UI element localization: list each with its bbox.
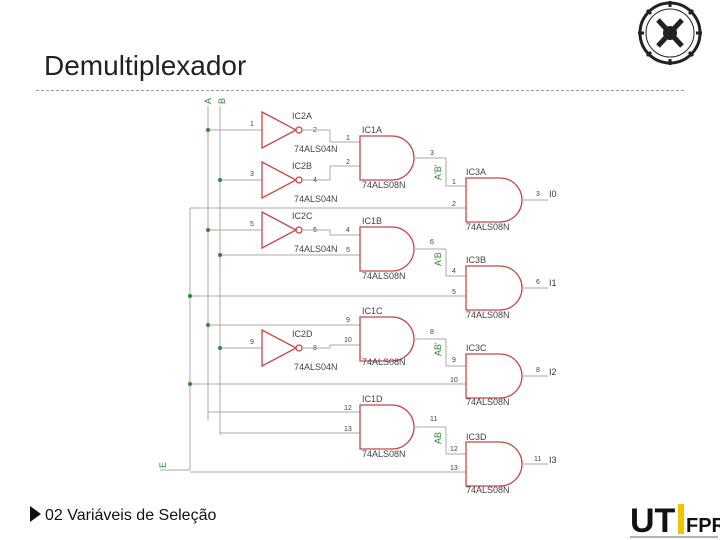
svg-text:10: 10 — [344, 337, 352, 344]
input-label-e: E — [158, 462, 168, 468]
svg-text:A'B': A'B' — [433, 164, 443, 180]
svg-text:IC3D: IC3D — [466, 432, 487, 442]
svg-text:8: 8 — [536, 367, 540, 374]
svg-text:74ALS08N: 74ALS08N — [362, 357, 406, 367]
svg-text:9: 9 — [346, 317, 350, 324]
svg-text:10: 10 — [450, 377, 458, 384]
svg-text:13: 13 — [450, 465, 458, 472]
and-gate-ic1d: IC1D 12 13 11 74ALS08N AB — [208, 394, 466, 459]
svg-text:74ALS04N: 74ALS04N — [294, 194, 338, 204]
svg-text:74ALS08N: 74ALS08N — [466, 397, 510, 407]
input-label-b: B — [217, 98, 227, 104]
output-i3: I3 — [549, 455, 557, 465]
svg-text:13: 13 — [344, 426, 352, 433]
svg-text:74ALS08N: 74ALS08N — [362, 180, 406, 190]
svg-text:11: 11 — [534, 456, 541, 463]
slide-title: Demultiplexador — [44, 50, 247, 81]
svg-text:74ALS08N: 74ALS08N — [466, 485, 510, 495]
bullet-arrow-icon — [30, 506, 41, 522]
svg-text:9: 9 — [452, 357, 456, 364]
and-gate-ic3d: IC3D 12 13 11 74ALS08N I3 — [450, 432, 557, 495]
svg-text:74ALS04N: 74ALS04N — [294, 362, 338, 372]
svg-text:AB': AB' — [433, 342, 443, 356]
svg-text:3: 3 — [250, 171, 254, 178]
svg-text:IC3C: IC3C — [466, 343, 487, 353]
svg-text:IC1D: IC1D — [362, 394, 383, 404]
svg-text:1: 1 — [250, 121, 254, 128]
input-label-a: A — [203, 98, 213, 104]
svg-text:5: 5 — [452, 289, 456, 296]
utfpr-logo: UT FPR — [630, 502, 720, 540]
inverter-ic2d: 9 IC2D 8 74ALS04N — [206, 323, 360, 372]
output-i2: I2 — [549, 367, 557, 377]
inverter-ic2c: 5 IC2C 6 74ALS04N — [206, 210, 360, 257]
svg-text:74ALS08N: 74ALS08N — [362, 271, 406, 281]
svg-text:6: 6 — [430, 239, 434, 246]
svg-text:1: 1 — [346, 135, 350, 142]
and-gate-ic3c: IC3C 9 10 8 74ALS08N I2 — [450, 343, 557, 407]
svg-text:3: 3 — [536, 191, 540, 198]
svg-text:IC1B: IC1B — [362, 216, 382, 226]
svg-text:IC2D: IC2D — [292, 329, 313, 339]
and-gate-ic1b: IC1B 4 5 6 74ALS08N A'B — [346, 216, 466, 281]
svg-text:5: 5 — [250, 221, 254, 228]
inverter-ic2b: 3 IC2B 4 74ALS04N — [218, 160, 360, 204]
svg-text:IC3A: IC3A — [466, 167, 486, 177]
svg-text:FPR: FPR — [686, 515, 720, 537]
and-gate-ic3a: IC3A 1 2 3 74ALS08N I0 — [452, 167, 557, 232]
svg-text:74ALS04N: 74ALS04N — [294, 244, 338, 254]
and-gate-ic1a: IC1A 1 2 3 74ALS08N A'B' — [346, 125, 466, 190]
svg-text:IC2B: IC2B — [292, 161, 312, 171]
svg-text:4: 4 — [452, 268, 456, 275]
svg-text:IC2C: IC2C — [292, 211, 313, 221]
svg-text:74ALS04N: 74ALS04N — [294, 144, 338, 154]
svg-text:IC1C: IC1C — [362, 306, 383, 316]
svg-text:1: 1 — [452, 179, 456, 186]
output-i0: I0 — [549, 189, 557, 199]
svg-text:74ALS08N: 74ALS08N — [362, 449, 406, 459]
svg-text:AB: AB — [433, 432, 443, 444]
bullet-text: 02 Variáveis de Seleção — [45, 507, 217, 524]
svg-text:2: 2 — [452, 201, 456, 208]
svg-text:6: 6 — [536, 279, 540, 286]
svg-text:2: 2 — [346, 159, 350, 166]
and-gate-ic1c: IC1C 9 10 8 74ALS08N AB' — [344, 306, 466, 367]
svg-text:12: 12 — [450, 446, 458, 453]
svg-text:IC1A: IC1A — [362, 125, 382, 135]
svg-text:3: 3 — [430, 150, 434, 157]
svg-text:IC3B: IC3B — [466, 255, 486, 265]
svg-text:4: 4 — [346, 227, 350, 234]
bullet-item: 02 Variáveis de Seleção — [30, 505, 230, 527]
inverter-ic2a: 1 IC2A 2 74ALS04N — [206, 110, 360, 154]
and-gate-ic3b: IC3B 4 5 6 74ALS08N I1 — [452, 255, 557, 320]
output-i1: I1 — [549, 278, 557, 288]
svg-text:74ALS08N: 74ALS08N — [466, 310, 510, 320]
svg-text:5: 5 — [346, 247, 350, 254]
svg-text:UT: UT — [630, 502, 676, 540]
institution-seal-logo — [638, 1, 702, 65]
svg-text:IC2A: IC2A — [292, 111, 312, 121]
svg-text:12: 12 — [344, 405, 352, 412]
svg-text:A'B: A'B — [433, 252, 443, 266]
svg-text:9: 9 — [250, 339, 254, 346]
svg-text:8: 8 — [430, 329, 434, 336]
svg-text:11: 11 — [430, 416, 437, 423]
svg-text:74ALS08N: 74ALS08N — [466, 222, 510, 232]
title-divider — [36, 90, 684, 91]
